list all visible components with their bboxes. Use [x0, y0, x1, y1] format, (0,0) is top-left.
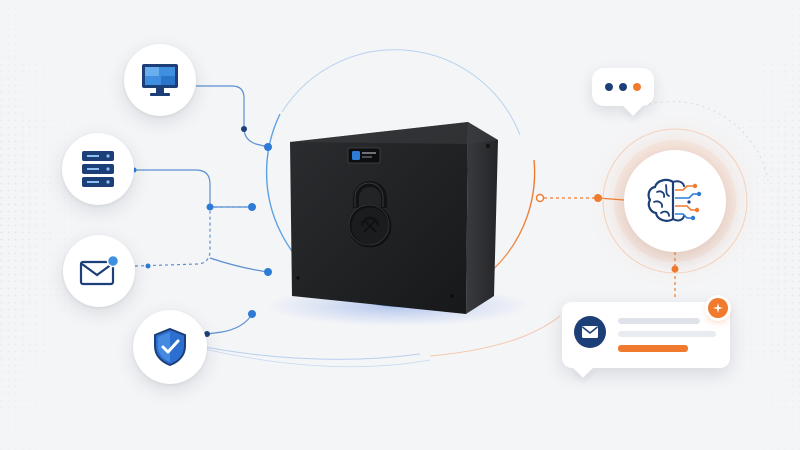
connector-node	[248, 203, 256, 211]
typing-dot	[633, 83, 641, 91]
notification-dot	[106, 254, 120, 268]
monitor-icon	[142, 64, 178, 96]
ai-node[interactable]	[624, 150, 726, 252]
typing-dot	[605, 83, 613, 91]
shield-check-icon	[154, 327, 186, 367]
connector-node	[671, 265, 679, 273]
chat-bubble[interactable]	[592, 68, 654, 106]
connector-node	[206, 203, 214, 211]
placeholder-line	[618, 331, 716, 337]
mail-node[interactable]	[63, 235, 135, 307]
notification-card[interactable]	[562, 302, 730, 368]
security-node[interactable]	[133, 310, 207, 384]
lock-icon	[348, 181, 392, 248]
monitor-node[interactable]	[124, 44, 196, 116]
connector-node	[264, 268, 272, 276]
connector-node	[248, 310, 256, 318]
connector-node	[264, 143, 272, 151]
connector-node	[535, 193, 545, 203]
brain-circuit-icon	[647, 178, 702, 222]
typing-dot	[619, 83, 627, 91]
connector-node	[241, 126, 247, 132]
highlight-bar	[618, 345, 688, 352]
sparkle-icon	[708, 298, 728, 318]
server-rack-icon	[82, 151, 114, 187]
secure-storage-device[interactable]	[280, 118, 502, 318]
placeholder-line	[618, 318, 700, 324]
envelope-icon	[574, 316, 606, 348]
envelope-icon	[79, 254, 120, 286]
connector-node	[204, 331, 210, 337]
status-display	[347, 147, 381, 164]
server-node[interactable]	[62, 133, 134, 205]
